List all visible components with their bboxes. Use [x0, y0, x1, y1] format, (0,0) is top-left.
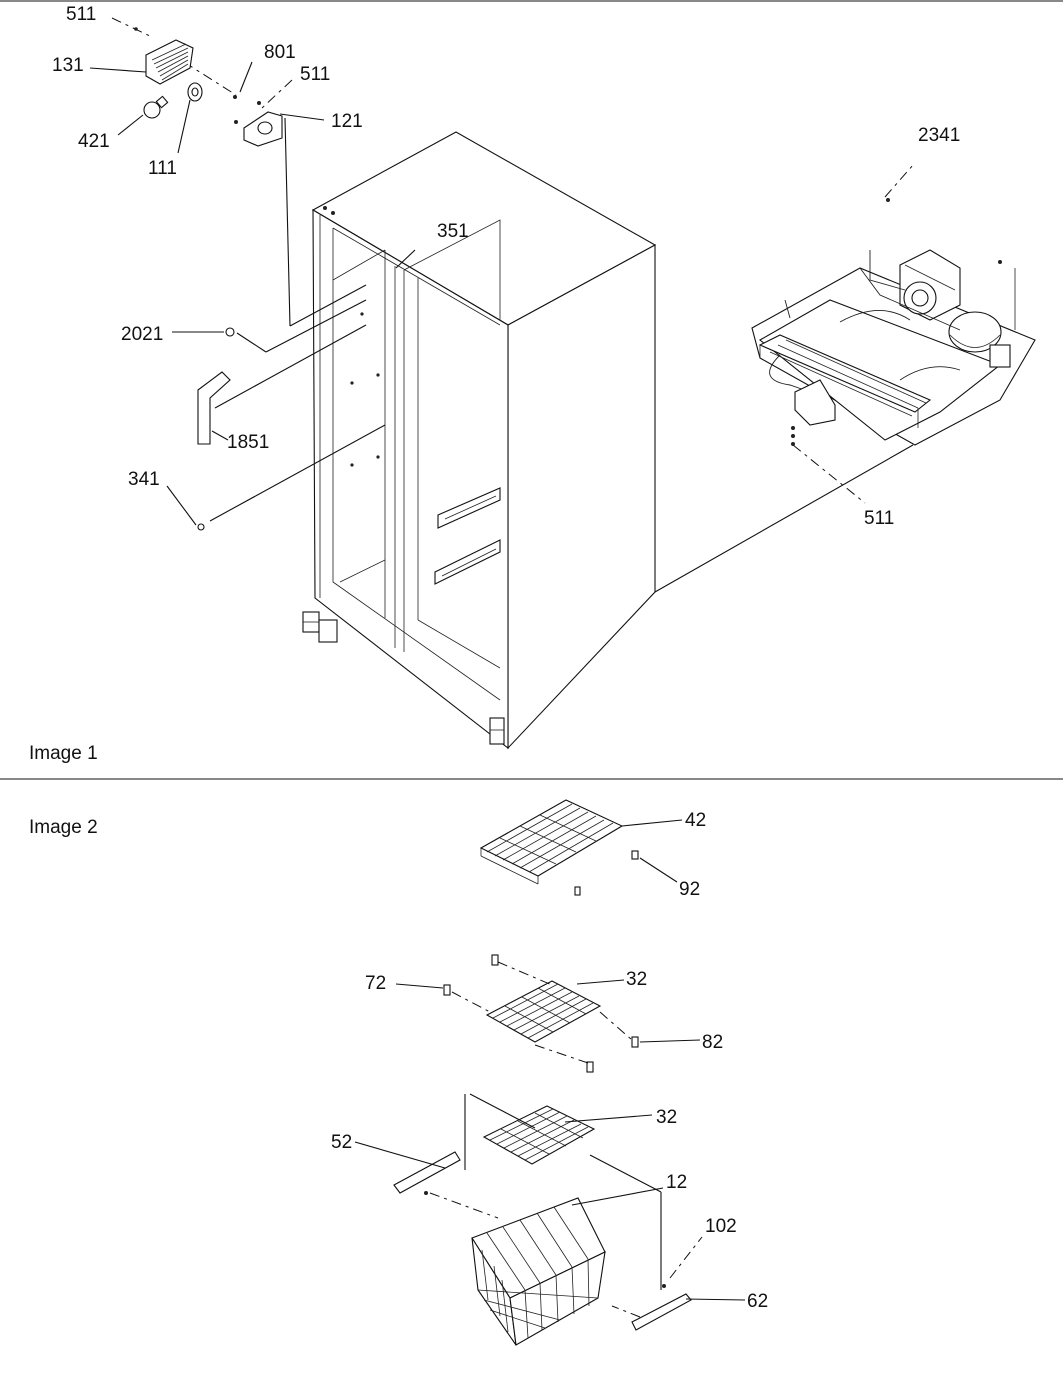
image-1-panel: 511 131 801 511 121 421 111 2341 351 202… [29, 4, 1036, 764]
callout-131: 131 [52, 55, 84, 76]
callout-42: 42 [685, 810, 706, 831]
callout-52: 52 [331, 1132, 352, 1153]
refrigerator-cabinet [302, 131, 657, 750]
image-2-caption: Image 2 [29, 817, 98, 838]
callout-32: 32 [656, 1107, 677, 1128]
callout-421: 421 [78, 131, 110, 152]
callout-511: 511 [300, 64, 330, 85]
callout-82: 82 [702, 1032, 723, 1053]
callout-62: 62 [747, 1291, 768, 1312]
screw-2021 [225, 327, 235, 337]
callout-72: 72 [365, 973, 386, 994]
callout-511: 511 [864, 508, 894, 529]
light-assembly [134, 27, 283, 147]
callout-2341: 2341 [918, 125, 960, 146]
wire-shelf-32-lower [482, 1105, 653, 1165]
callout-92: 92 [679, 879, 700, 900]
image-1-leader-lines [89, 17, 914, 593]
callout-12: 12 [666, 1172, 687, 1193]
callout-121: 121 [331, 111, 363, 132]
callout-111: 111 [148, 158, 177, 179]
wire-shelf-32-upper [395, 954, 701, 1073]
image-2-panel: Image 2 [29, 799, 768, 1346]
basket-slides [354, 1093, 746, 1331]
part-341 [197, 523, 205, 531]
callout-102: 102 [705, 1216, 737, 1237]
image-2-callout-labels: 42 92 72 32 82 32 52 12 102 62 [331, 810, 768, 1312]
callout-341: 341 [128, 469, 160, 490]
callout-32: 32 [626, 969, 647, 990]
wire-basket-12 [471, 1187, 664, 1346]
callout-351: 351 [437, 221, 469, 242]
callout-2021: 2021 [121, 324, 163, 345]
callout-511: 511 [66, 4, 96, 25]
wire-shelf-42 [479, 799, 683, 896]
image-1-caption: Image 1 [29, 743, 98, 764]
machine-compartment-assembly [751, 198, 1036, 446]
image-1-callout-labels: 511 131 801 511 121 421 111 2341 351 202… [52, 4, 960, 529]
callout-801: 801 [264, 42, 296, 63]
part-1851 [197, 371, 231, 445]
callout-1851: 1851 [227, 432, 269, 453]
